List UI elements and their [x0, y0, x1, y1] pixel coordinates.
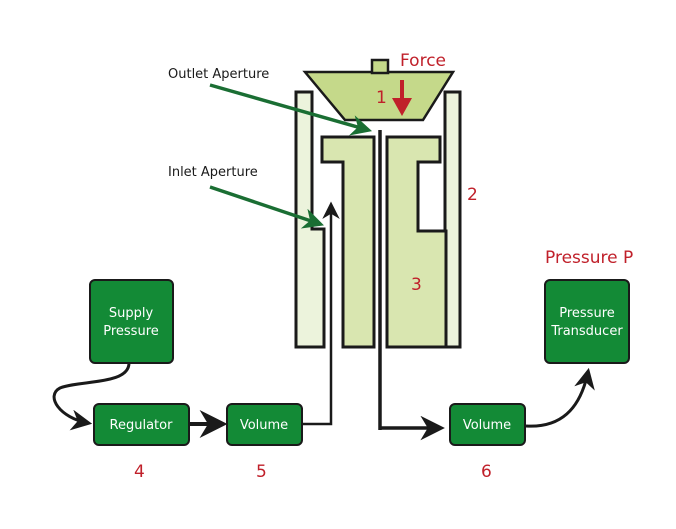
- regulator-label: Regulator: [110, 418, 174, 433]
- pressure-p-label: Pressure P: [545, 248, 633, 268]
- pressure-transducer-label-1: Pressure: [559, 306, 615, 321]
- label-2: 2: [467, 185, 478, 205]
- volume-right-label: Volume: [463, 418, 511, 433]
- inlet-aperture-pointer: [209, 185, 324, 229]
- pusher-plunger: [302, 70, 456, 122]
- outer-sleeve-right: [443, 90, 462, 349]
- supply-pressure-label-2: Pressure: [103, 324, 159, 339]
- label-4: 4: [134, 462, 145, 482]
- pressure-transducer-box: [544, 279, 630, 364]
- supply-to-regulator-arrow: [52, 362, 131, 431]
- inlet-line: [302, 201, 340, 426]
- volume-left-box: [226, 403, 303, 446]
- inner-body-right: [385, 135, 448, 349]
- label-1: 1: [376, 88, 387, 108]
- inlet-aperture-label: Inlet Aperture: [168, 165, 258, 180]
- volume-to-transducer-arrow: [525, 367, 595, 428]
- label-3: 3: [411, 275, 422, 295]
- volume-left-label: Volume: [240, 418, 288, 433]
- label-5: 5: [256, 462, 267, 482]
- outlet-aperture-pointer: [209, 83, 373, 136]
- outlet-aperture-label: Outlet Aperture: [168, 67, 269, 82]
- pusher-knob: [370, 58, 390, 75]
- regulator-box: [93, 403, 190, 446]
- supply-pressure-label-1: Supply: [109, 306, 154, 321]
- volume-right-box: [449, 403, 526, 446]
- pressure-transducer-label-2: Transducer: [550, 324, 623, 339]
- inner-body-left: [320, 135, 376, 349]
- label-6: 6: [481, 462, 492, 482]
- force-arrow-head: [392, 98, 412, 116]
- supply-pressure-box: [89, 279, 174, 364]
- force-label: Force: [400, 51, 446, 71]
